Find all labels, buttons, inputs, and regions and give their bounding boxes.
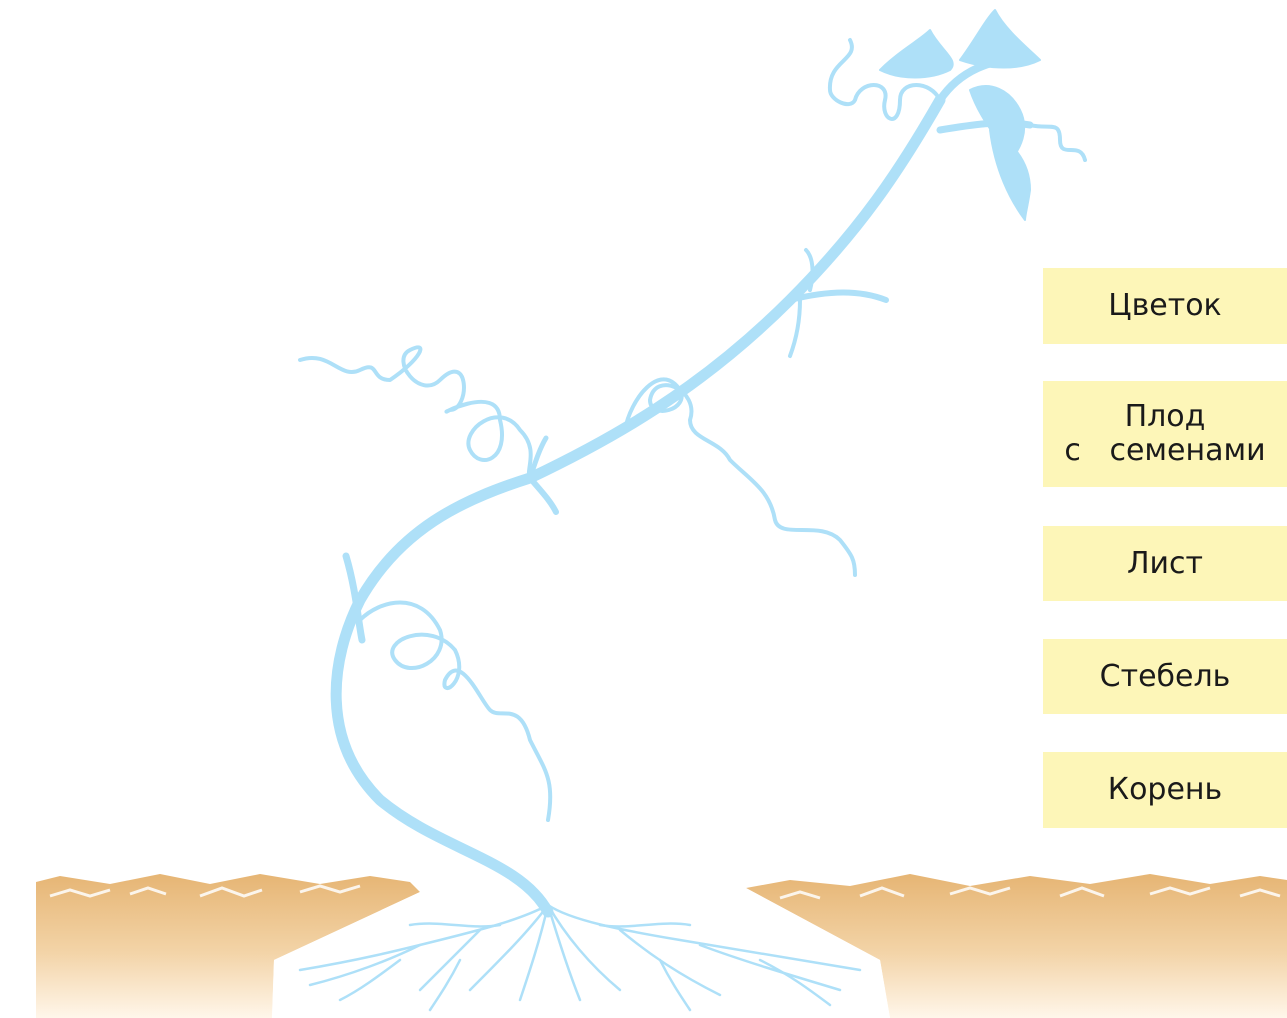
label-fruit-line1: Плод: [1064, 400, 1265, 434]
label-fruit-text: Плод с семенами: [1064, 400, 1265, 468]
label-root[interactable]: Корень: [1043, 752, 1287, 828]
label-stem-text: Стебель: [1100, 660, 1231, 694]
label-flower-text: Цветок: [1108, 289, 1221, 323]
stem-main: [336, 100, 940, 912]
plant: [300, 10, 1085, 1010]
label-leaf[interactable]: Лист: [1043, 526, 1287, 601]
label-fruit-line2: с семенами: [1064, 434, 1265, 468]
label-stem[interactable]: Стебель: [1043, 639, 1287, 714]
label-leaf-text: Лист: [1127, 547, 1203, 581]
label-root-text: Корень: [1108, 773, 1222, 807]
label-flower[interactable]: Цветок: [1043, 268, 1287, 344]
label-fruit[interactable]: Плод с семенами: [1043, 381, 1287, 487]
